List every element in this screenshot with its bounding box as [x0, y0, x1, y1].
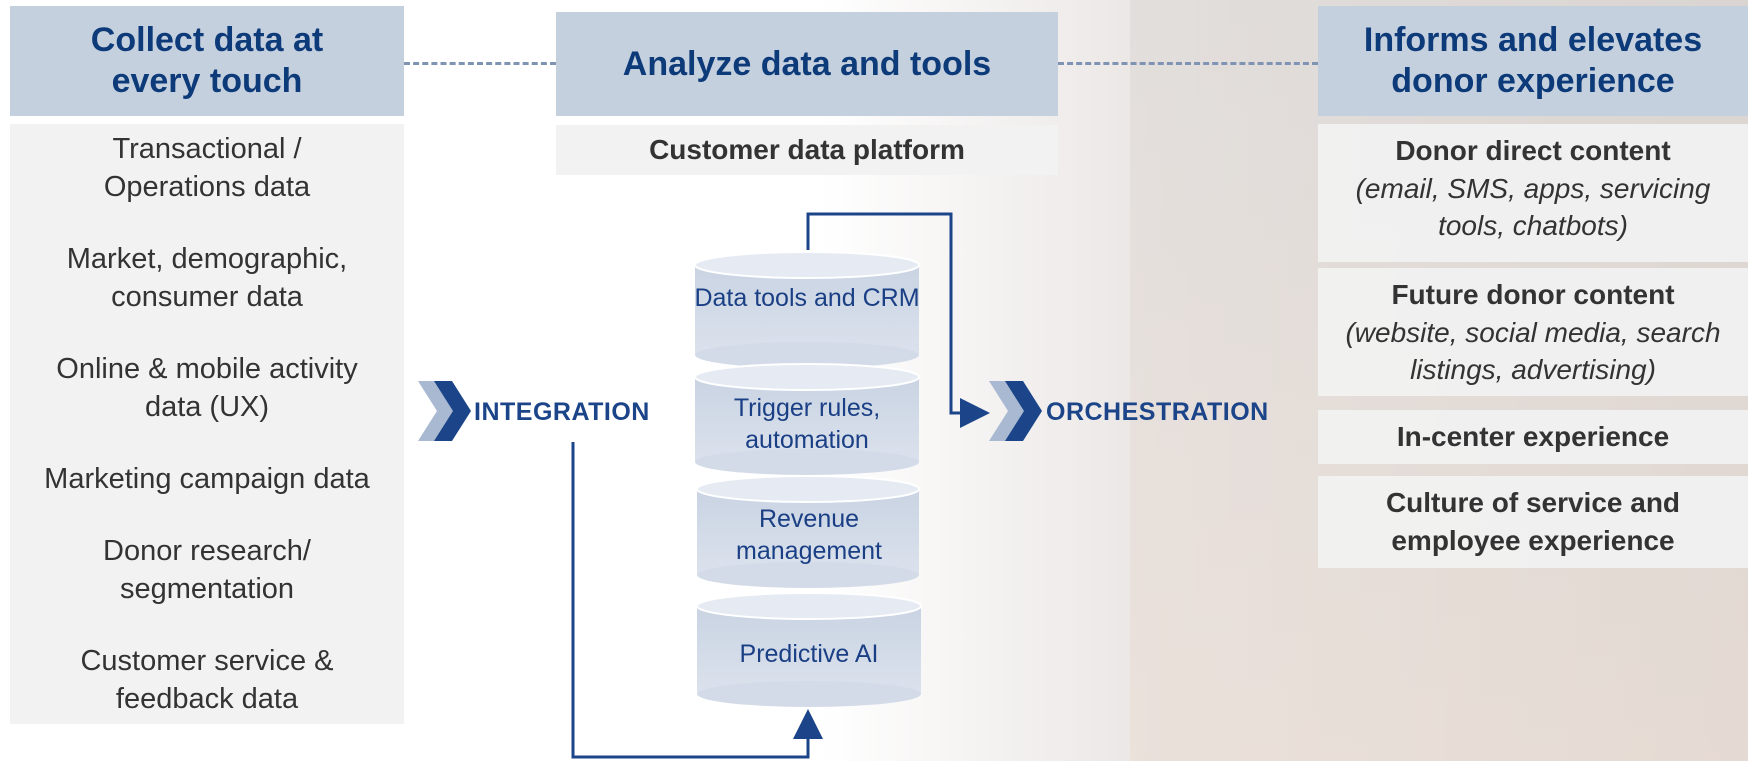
integration-label: INTEGRATION [474, 398, 650, 426]
informs-item: In-center experience [1318, 410, 1748, 464]
collect-item: Transactional / Operations data [103, 133, 311, 203]
dashed-connector-left [404, 62, 556, 65]
informs-item: Future donor content (website, social me… [1318, 268, 1748, 396]
cylinder-data-tools [694, 251, 920, 368]
stack-label-trigger-rules: Trigger rules, automation [733, 394, 881, 454]
informs-item: Donor direct content (email, SMS, apps, … [1318, 124, 1748, 262]
cylinder-predictive-ai [696, 592, 922, 707]
collect-panel: Transactional / Operations data Market, … [10, 124, 404, 724]
collect-item: Market, demographic, consumer data [66, 243, 348, 313]
informs-item-sub: (email, SMS, apps, servicing tools, chat… [1355, 173, 1711, 241]
integration-chevron-icon [418, 381, 471, 441]
orchestration-chevron-icon [989, 381, 1042, 441]
orchestration-label: ORCHESTRATION [1046, 398, 1269, 426]
integration-connector [571, 442, 823, 759]
collect-item: Customer service & feedback data [80, 645, 334, 715]
collect-list: Transactional / Operations data Market, … [10, 130, 404, 718]
informs-header: Informs and elevates donor experience [1318, 6, 1748, 116]
orchestration-connector [806, 212, 990, 428]
informs-item-title: Culture of service and employee experien… [1385, 487, 1681, 556]
collect-item: Online & mobile activity data (UX) [56, 353, 358, 423]
informs-item-title: In-center experience [1396, 421, 1670, 452]
stack-label-predictive-ai: Predictive AI [739, 640, 879, 668]
stack-label-revenue-management: Revenue management [736, 505, 882, 565]
informs-item-sub: (website, social media, search listings,… [1345, 317, 1721, 385]
analyze-header: Analyze data and tools [556, 12, 1058, 116]
informs-item: Culture of service and employee experien… [1318, 476, 1748, 568]
informs-title: Informs and elevates donor experience [1363, 21, 1703, 100]
dashed-connector-right [1058, 62, 1318, 65]
collect-item: Donor research/ segmentation [103, 535, 311, 605]
cylinder-revenue-management [696, 475, 920, 588]
stack-label-data-tools: Data tools and CRM [694, 284, 920, 312]
cylinder-trigger-rules [694, 363, 920, 475]
collect-item: Marketing campaign data [44, 463, 370, 495]
collect-header: Collect data at every touch [10, 6, 404, 116]
analyze-title: Analyze data and tools [622, 44, 992, 83]
customer-data-platform: Customer data platform [556, 125, 1058, 175]
informs-item-title: Donor direct content [1395, 135, 1671, 166]
informs-item-title: Future donor content [1391, 279, 1675, 310]
collect-title: Collect data at every touch [90, 21, 324, 100]
